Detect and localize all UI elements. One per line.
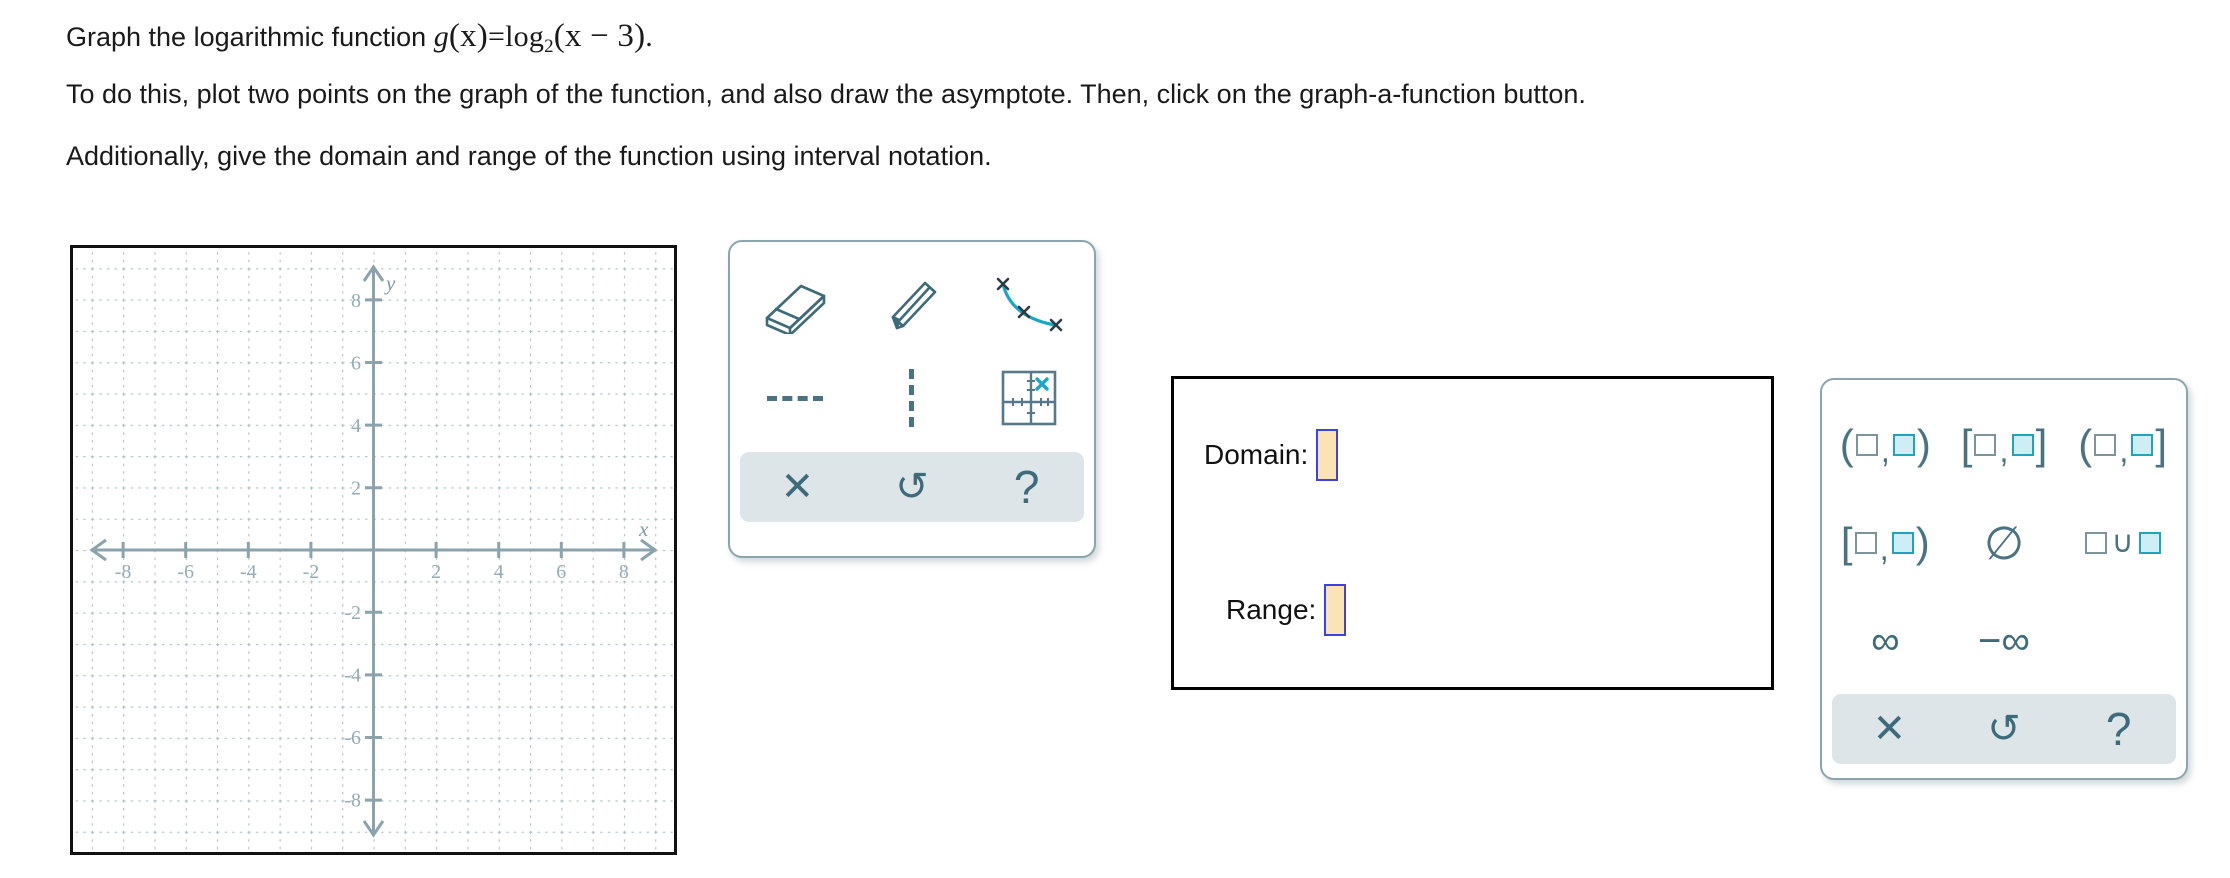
svg-text:6: 6	[556, 561, 566, 583]
open-open-interval-glyph: (,)	[1839, 421, 1931, 469]
interval-palette-row-3: ∞ −∞	[1826, 592, 2182, 690]
svg-text:4: 4	[494, 561, 504, 583]
closed-open-interval-glyph: [,)	[1840, 519, 1930, 567]
formula-eq: =	[488, 20, 506, 53]
help-button[interactable]: ?	[1013, 461, 1040, 513]
horizontal-dashed-line-icon[interactable]	[740, 356, 850, 440]
interval-palette-spacer	[2067, 606, 2179, 676]
empty-set-icon: ∅	[1983, 517, 2025, 569]
formula-inner: (x − 3)	[553, 18, 646, 54]
interval-palette-row-1: (,) [,] (,]	[1826, 396, 2182, 494]
formula-arg: (x)	[448, 18, 488, 54]
interval-palette-rows: (,) [,] (,] [,) ∅	[1822, 380, 2186, 690]
horizontal-dash-glyph	[766, 395, 823, 401]
interval-palette-row-2: [,) ∅ ∪	[1826, 494, 2182, 592]
union-button[interactable]: ∪	[2067, 508, 2179, 578]
interval-notation-palette[interactable]: (,) [,] (,] [,) ∅	[1820, 378, 2188, 780]
range-input[interactable]	[1324, 584, 1347, 636]
domain-label: Domain:	[1204, 439, 1309, 470]
svg-text:-8: -8	[344, 790, 361, 812]
svg-text:4: 4	[351, 415, 361, 437]
union-glyph: ∪	[2083, 528, 2163, 558]
formula-base: 2	[544, 36, 554, 57]
vertical-dash-glyph	[909, 369, 915, 427]
answer-box: Domain: Range:	[1171, 376, 1774, 690]
plot-point-glyph	[1002, 370, 1057, 426]
open-closed-interval-button[interactable]: (,]	[2067, 410, 2179, 480]
prompt-line-1-text: Graph the logarithmic function	[66, 22, 434, 52]
closed-closed-interval-glyph: [,]	[1960, 421, 2048, 469]
vertical-dashed-line-icon[interactable]	[857, 356, 967, 440]
plot-point-icon[interactable]	[974, 356, 1084, 440]
svg-text:2: 2	[351, 478, 361, 500]
clear-button[interactable]: ✕	[780, 465, 815, 509]
svg-text:6: 6	[351, 353, 361, 375]
y-tick-labels: 8 6 4 2 -2 -4 -6 -8	[344, 290, 361, 812]
drawing-toolbar-footer: ✕ ↺ ?	[740, 452, 1084, 522]
svg-text:-4: -4	[240, 561, 257, 583]
curve-with-points-glyph	[997, 277, 1063, 332]
domain-input[interactable]	[1316, 429, 1339, 481]
svg-text:-6: -6	[177, 561, 194, 583]
prompt-line-3: Additionally, give the domain and range …	[66, 141, 992, 171]
undo-button[interactable]: ↺	[895, 465, 929, 509]
svg-text:-2: -2	[303, 561, 320, 583]
svg-text:-8: -8	[115, 561, 132, 583]
negative-infinity-button[interactable]: −∞	[1948, 606, 2060, 676]
drawing-toolbar-row-1	[736, 260, 1088, 352]
infinity-icon: ∞	[1871, 618, 1900, 663]
pencil-glyph	[891, 281, 937, 330]
pencil-icon[interactable]	[857, 264, 967, 348]
graph-a-function-icon[interactable]	[974, 264, 1084, 348]
svg-text:2: 2	[431, 561, 441, 583]
prompt-line-2: To do this, plot two points on the graph…	[66, 79, 1586, 109]
svg-text:-4: -4	[344, 665, 361, 687]
undo-button[interactable]: ↺	[1987, 707, 2021, 751]
empty-set-button[interactable]: ∅	[1948, 508, 2060, 578]
x-tick-labels: -8 -6 -4 -2 2 4 6 8	[115, 561, 629, 583]
x-axis-ticks	[121, 542, 626, 558]
eraser-icon[interactable]	[740, 264, 850, 348]
clear-button[interactable]: ✕	[1872, 707, 1907, 751]
prompt-line-1: Graph the logarithmic function g(x)=log2…	[66, 16, 2166, 59]
y-axis-label: y	[384, 271, 396, 295]
infinity-button[interactable]: ∞	[1829, 606, 1941, 676]
svg-text:8: 8	[351, 290, 361, 312]
range-label: Range:	[1226, 594, 1317, 625]
function-formula: g(x)=log2(x − 3).	[433, 18, 653, 57]
y-axis-ticks	[365, 298, 382, 802]
svg-text:-2: -2	[344, 602, 361, 624]
drawing-toolbar-row-2	[736, 352, 1088, 444]
range-row: Range:	[1226, 584, 1347, 636]
domain-row: Domain:	[1204, 429, 1339, 481]
formula-period: .	[645, 20, 653, 53]
drawing-toolbar[interactable]: ✕ ↺ ?	[728, 240, 1096, 558]
coordinate-plane[interactable]: -8 -6 -4 -2 2 4 6 8 8 6 4 2 -2 -4 -6 -8 …	[70, 245, 677, 855]
closed-closed-interval-button[interactable]: [,]	[1948, 410, 2060, 480]
x-axis-label: x	[638, 517, 649, 541]
graph-svg[interactable]: -8 -6 -4 -2 2 4 6 8 8 6 4 2 -2 -4 -6 -8 …	[73, 248, 674, 852]
eraser-glyph	[765, 284, 825, 334]
help-button[interactable]: ?	[2105, 703, 2132, 755]
formula-log: log	[505, 20, 545, 53]
open-closed-interval-glyph: (,]	[2078, 421, 2168, 469]
negative-infinity-icon: −∞	[1978, 618, 2030, 663]
svg-text:8: 8	[619, 561, 629, 583]
closed-open-interval-button[interactable]: [,)	[1829, 508, 1941, 578]
interval-palette-footer: ✕ ↺ ?	[1832, 694, 2176, 764]
formula-fn: g	[433, 20, 449, 53]
open-open-interval-button[interactable]: (,)	[1829, 410, 1941, 480]
svg-text:-6: -6	[344, 727, 361, 749]
drawing-toolbar-rows	[730, 242, 1094, 444]
